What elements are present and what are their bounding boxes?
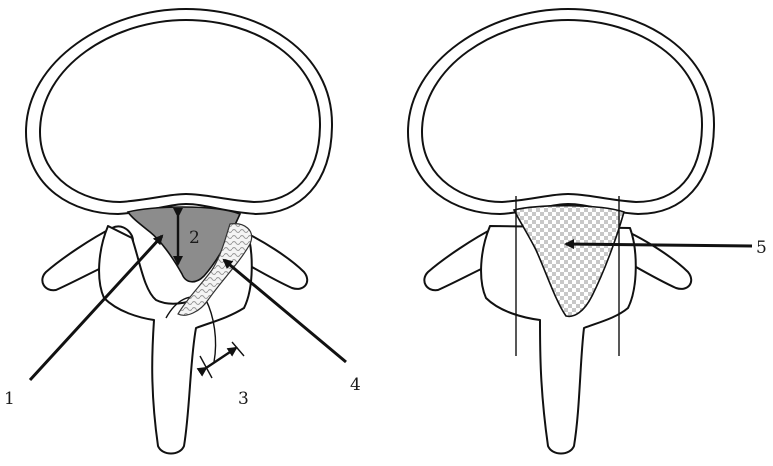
label-1: 1 [4,389,15,409]
label-2: 2 [189,228,200,248]
left-vertebra: 1 2 3 4 [4,9,361,454]
measurement-3-tick-a [200,356,212,378]
pointer-5-arrow [566,244,752,246]
label-3: 3 [238,389,249,409]
label-5: 5 [756,238,767,258]
right-vertebra: 5 [408,9,767,454]
label-4: 4 [350,375,361,395]
measurement-3-arrow [206,348,236,368]
